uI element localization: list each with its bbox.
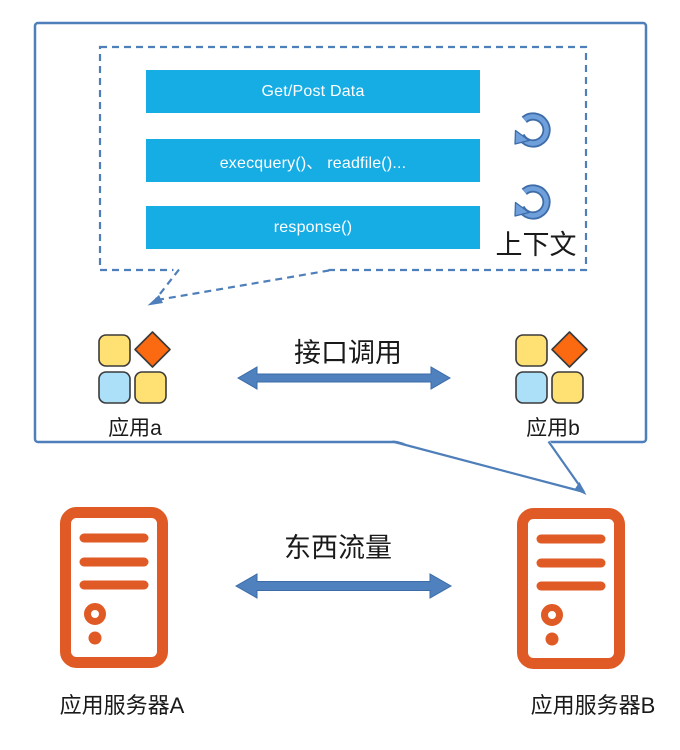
east-west-traffic-label: 东西流量: [284, 533, 392, 563]
step-bar-execquery: execquery()、 readfile()...: [146, 139, 480, 182]
step-bar-get-post: Get/Post Data: [146, 70, 480, 113]
dashed-callout-box: [98, 45, 588, 272]
interface-call-label: 接口调用: [294, 338, 402, 368]
loop-arrow-icon: [514, 184, 551, 220]
outer-callout-box: [33, 21, 648, 444]
context-label: 上下文: [495, 230, 577, 260]
dashed-callout-tail: [147, 266, 330, 306]
callout-tail: [392, 439, 587, 495]
server-a-icon: [60, 507, 168, 668]
loop-arrow-icon: [514, 112, 551, 148]
server-a-label: 应用服务器A: [59, 693, 185, 718]
app-b-icon: [515, 331, 588, 404]
app-b-label: 应用b: [526, 417, 580, 440]
step-bar-response: response(): [146, 206, 480, 249]
server-b-label: 应用服务器B: [530, 693, 656, 718]
app-a-label: 应用a: [108, 417, 162, 440]
east-west-arrow-icon: [234, 573, 453, 599]
interface-call-arrow-icon: [237, 366, 451, 390]
app-a-icon: [98, 331, 171, 404]
server-b-icon: [517, 508, 625, 669]
